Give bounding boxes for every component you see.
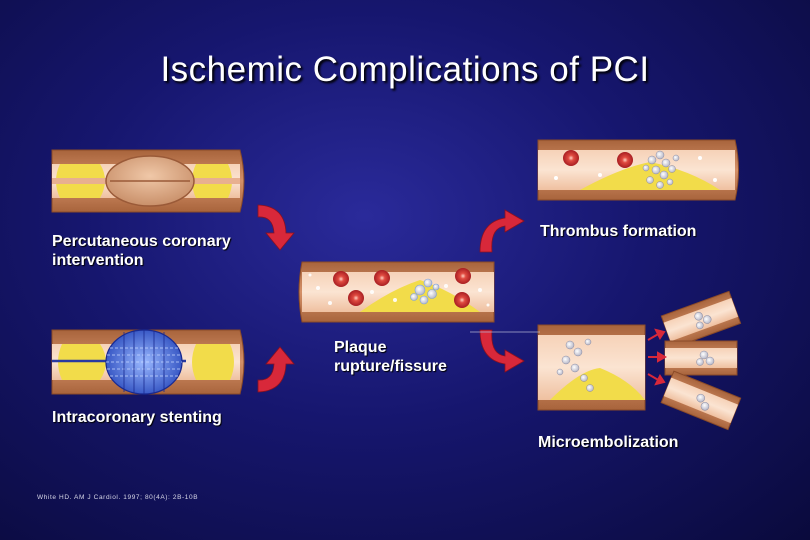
label-thrombus: Thrombus formation: [540, 223, 697, 240]
platelet-cluster-icon: [410, 278, 440, 305]
thrombus-icon: [642, 150, 680, 189]
label-stenting: Intracoronary stenting: [52, 409, 222, 426]
vessel-balloon-angioplasty: [51, 149, 245, 213]
emboli-cluster-icon: [556, 338, 594, 392]
label-plaque: Plaque rupture/fissure: [334, 339, 447, 375]
slide-title: Ischemic Complications of PCI: [160, 50, 650, 89]
vessel-plaque-rupture: [298, 261, 495, 323]
arrow-pci-to-plaque: [257, 204, 295, 251]
arrow-stent-to-plaque: [257, 346, 295, 393]
label-microembolization: Microembolization: [538, 434, 679, 451]
arrow-plaque-to-microembolization: [479, 329, 525, 373]
arrow-plaque-to-thrombus: [479, 209, 525, 253]
vessel-thrombus: [537, 139, 739, 201]
vessel-stenting: [51, 329, 245, 395]
vessel-microembolization: [537, 290, 742, 431]
label-pci: Percutaneous coronary intervention: [52, 233, 231, 269]
citation: White HD. AM J Cardiol. 1997; 80(4A): 2B…: [37, 494, 199, 501]
